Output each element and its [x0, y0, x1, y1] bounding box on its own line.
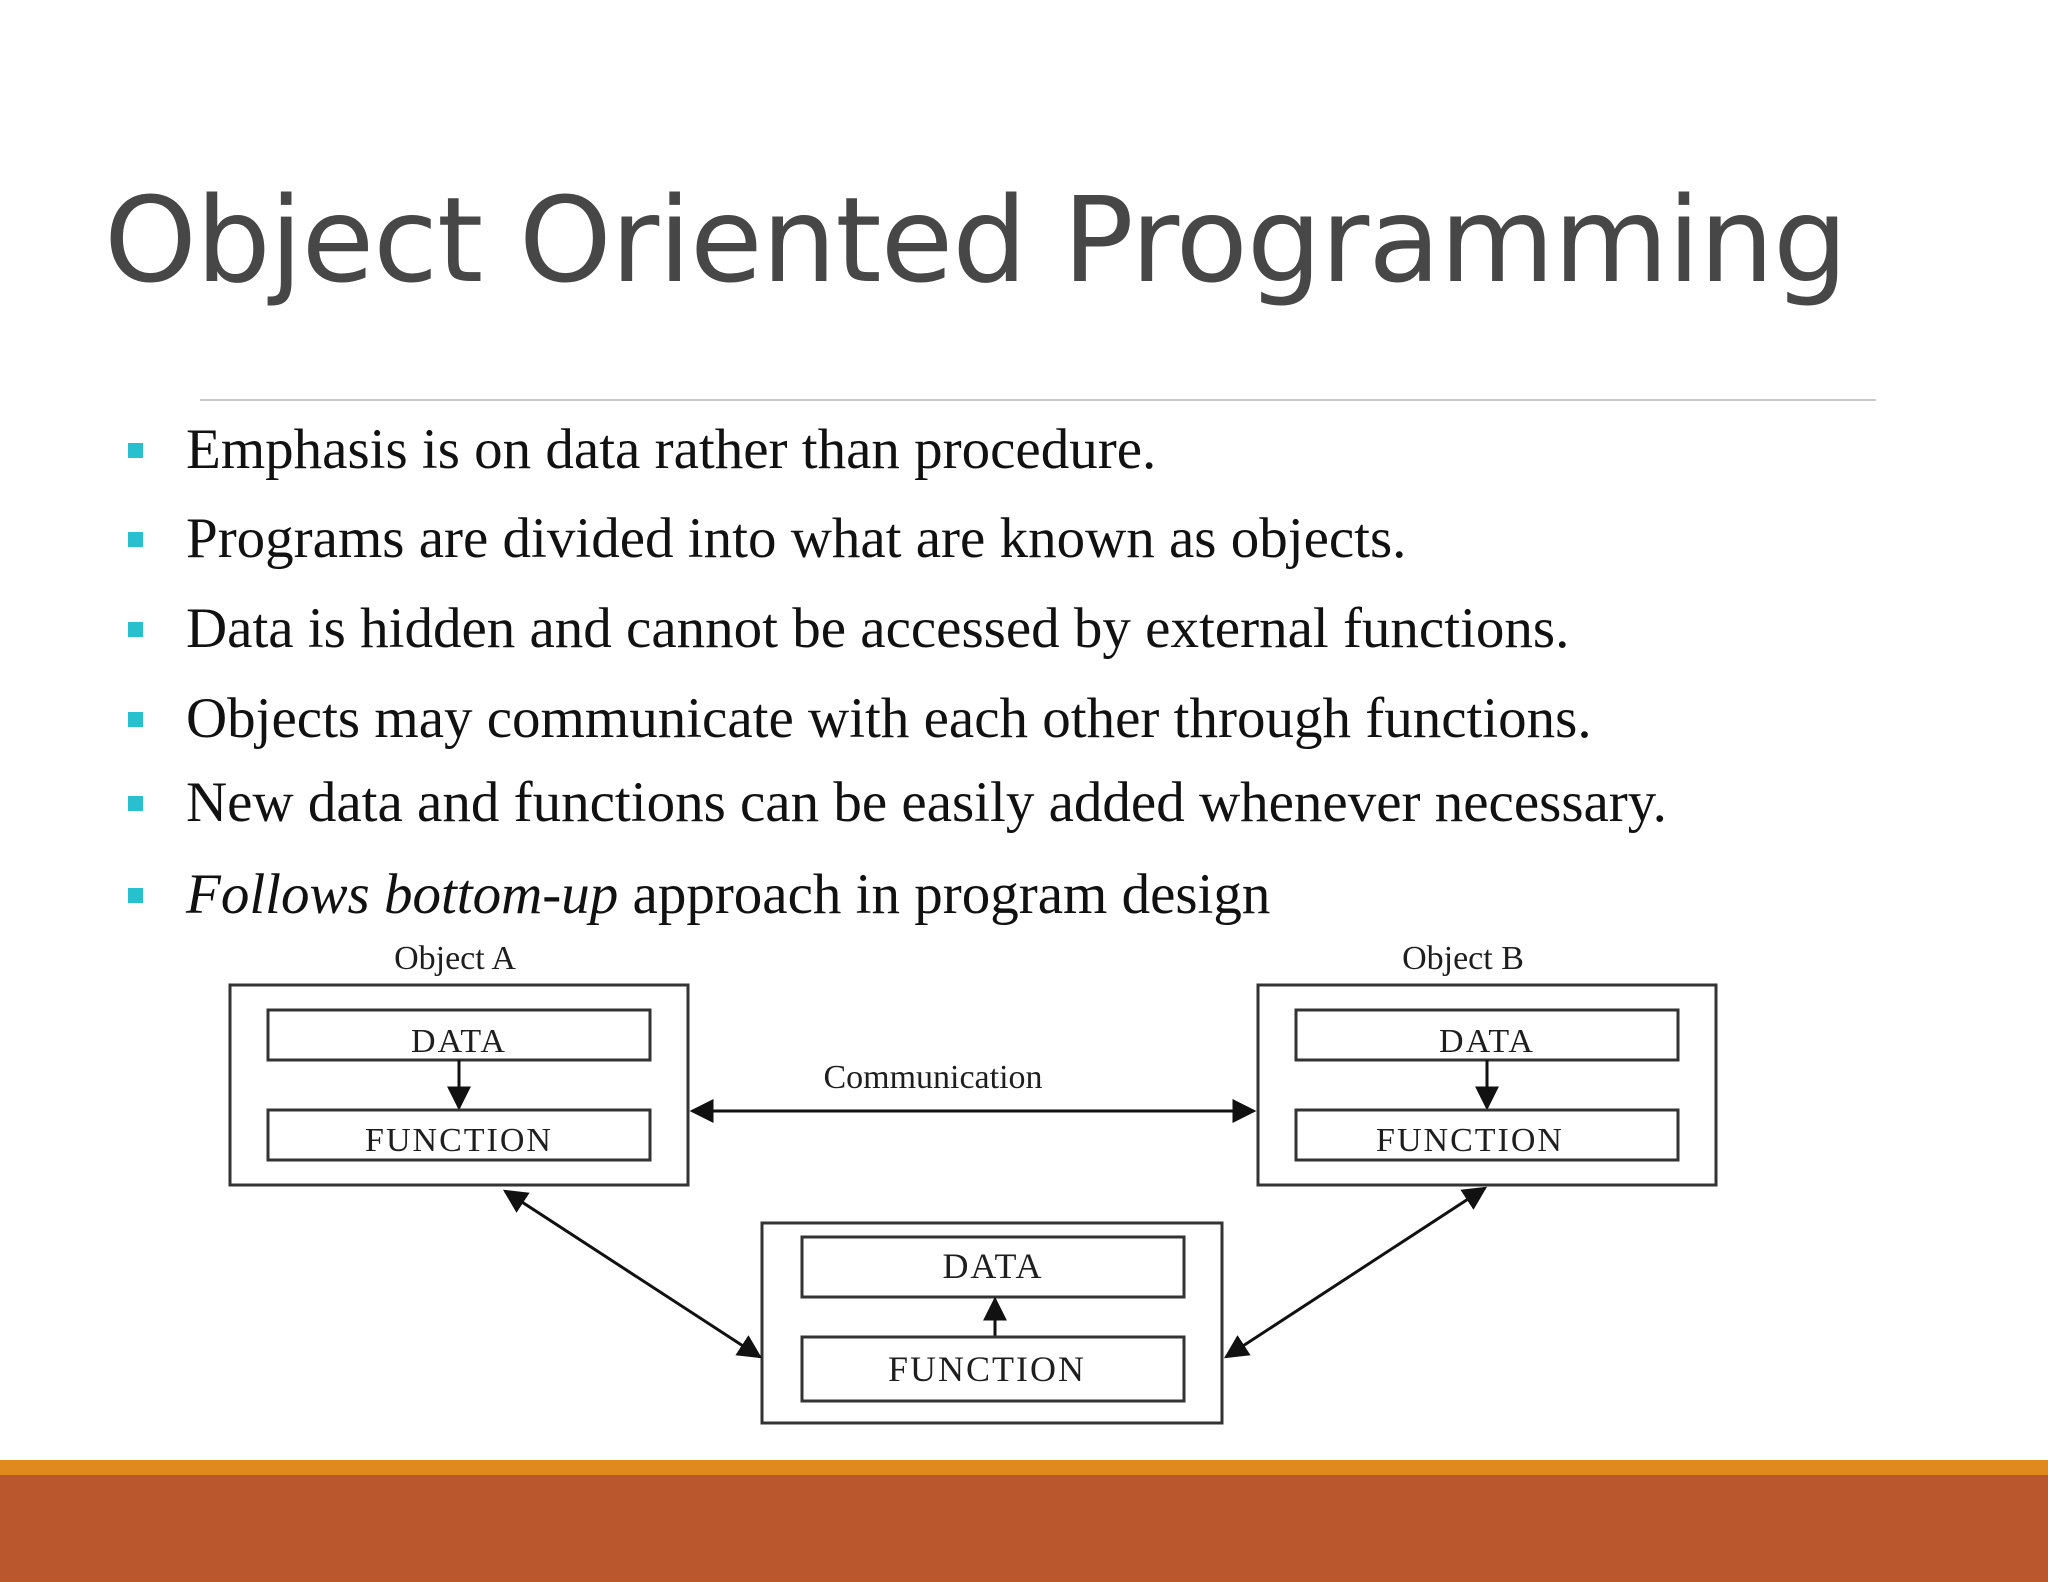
- footer-bar: [0, 1475, 2048, 1582]
- bullet-text: Objects may communicate with each other …: [186, 687, 1592, 750]
- square-bullet-icon: [128, 888, 143, 903]
- bullet-item: Data is hidden and cannot be accessed by…: [128, 592, 1986, 666]
- title-divider: [200, 399, 1876, 401]
- bullet-text: approach in program design: [618, 863, 1271, 926]
- object-c-function-box: [800, 1335, 1186, 1403]
- object-b-function-label: FUNCTION: [1376, 1122, 1564, 1159]
- oop-object-diagram: Object A DATA FUNCTION Object B DATA FUN…: [228, 940, 1718, 1425]
- object-b-function-box: [1294, 1108, 1680, 1162]
- object-a-data-label: DATA: [411, 1023, 507, 1060]
- object-a-box: [228, 983, 690, 1187]
- link-a-to-c-arrow: [502, 1189, 763, 1359]
- bullet-item: Emphasis is on data rather than procedur…: [128, 413, 1986, 487]
- bullet-text: Emphasis is on data rather than procedur…: [186, 418, 1157, 481]
- bullet-text-italic: Follows bottom-up: [186, 863, 619, 926]
- footer-accent-stripe: [0, 1460, 2048, 1475]
- square-bullet-icon: [128, 622, 143, 637]
- object-c-data-label: DATA: [942, 1246, 1043, 1286]
- bullet-item: Objects may communicate with each other …: [128, 682, 1986, 756]
- link-b-to-c-arrow: [1223, 1186, 1488, 1359]
- bullet-text: Data is hidden and cannot be accessed by…: [186, 597, 1570, 660]
- bullet-item: New data and functions can be easily add…: [128, 766, 1986, 840]
- bullet-text: New data and functions can be easily add…: [186, 771, 1667, 834]
- bullet-item: Follows bottom-up approach in program de…: [128, 858, 1986, 932]
- square-bullet-icon: [128, 443, 143, 458]
- square-bullet-icon: [128, 532, 143, 547]
- bullet-item: Programs are divided into what are known…: [128, 502, 1986, 576]
- object-b-box: [1256, 983, 1718, 1187]
- object-a-function-box: [266, 1108, 652, 1162]
- bullet-text: Programs are divided into what are known…: [186, 507, 1407, 570]
- object-a-function-label: FUNCTION: [365, 1122, 553, 1159]
- object-b-data-label: DATA: [1439, 1023, 1535, 1060]
- square-bullet-icon: [128, 796, 143, 811]
- object-a-label: Object A: [394, 940, 516, 977]
- object-b-label: Object B: [1402, 940, 1524, 977]
- square-bullet-icon: [128, 712, 143, 727]
- slide-title: Object Oriented Programming: [104, 171, 1848, 309]
- object-c-function-label: FUNCTION: [888, 1349, 1086, 1389]
- communication-label: Communication: [823, 1059, 1042, 1096]
